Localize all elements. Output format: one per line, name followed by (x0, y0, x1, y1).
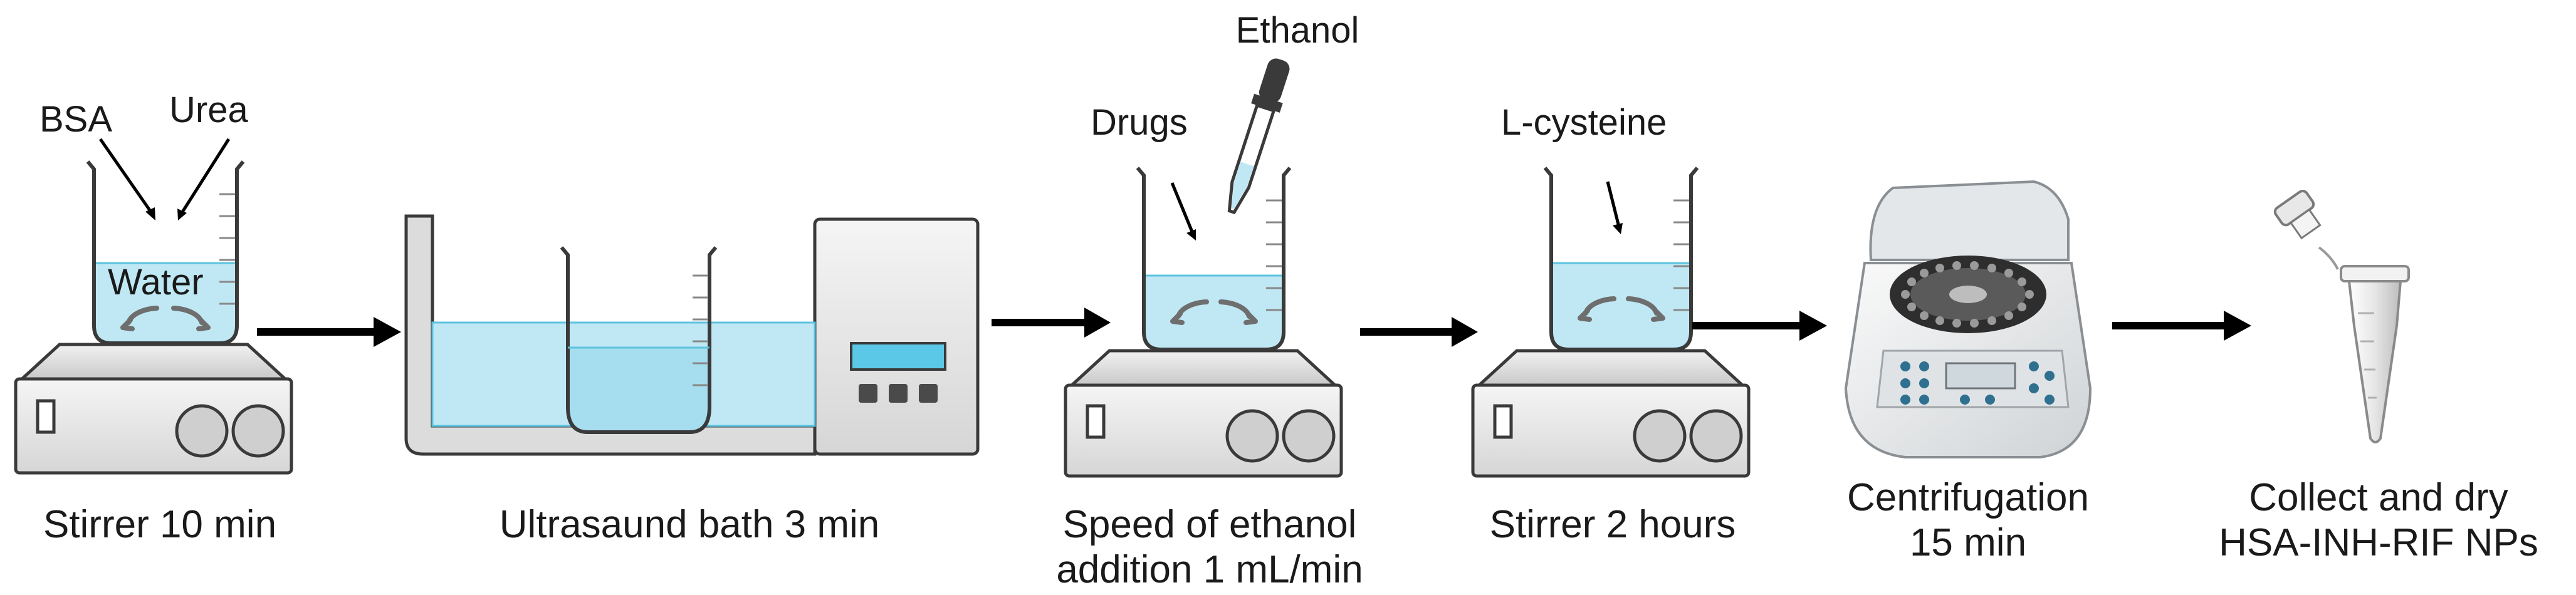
beaker-glass (1136, 167, 1292, 351)
centrifuge-lid (1869, 180, 2070, 261)
inner-beaker-liquid (568, 348, 709, 432)
stirrer-knob (175, 404, 229, 458)
bath-button (889, 384, 908, 403)
process-arrow (992, 308, 1111, 338)
caption-step2: Ultrasaund bath 3 min (500, 503, 880, 546)
bath-display (850, 342, 946, 371)
stir-swirl-icon (1170, 299, 1258, 325)
caption-step1: Stirrer 10 min (43, 503, 276, 546)
bath-control-unit (813, 217, 980, 456)
process-arrow (1692, 311, 1827, 341)
step3-stirrer-dropper: Ethanol Drugs Speed of ethanol addition … (1056, 10, 1363, 591)
stirrer-knob (231, 404, 285, 458)
beaker-glass (1543, 167, 1699, 351)
caption-step6-line1: Collect and dry (2249, 476, 2508, 519)
caption-step5-line1: Centrifugation (1847, 476, 2089, 519)
label-bsa: BSA (39, 99, 112, 140)
dropper-icon (1227, 58, 1290, 215)
stirrer-switch (1086, 404, 1106, 439)
step1-stirrer: BSA Urea Water Stirrer 10 min (14, 90, 293, 546)
step4-stirrer: L-cysteine Stirrer 2 hours (1471, 102, 1751, 546)
stirrer-knob (1689, 409, 1743, 463)
beaker-glass (86, 160, 245, 345)
label-l-cysteine: L-cysteine (1501, 102, 1667, 143)
centrifuge-display (1945, 362, 2016, 390)
stir-swirl-icon (1578, 296, 1665, 322)
stirrer-knob (1633, 409, 1687, 463)
stirrer-plate (1067, 349, 1339, 387)
label-urea: Urea (169, 90, 248, 130)
stirrer-plate (1475, 349, 1747, 387)
caption-step3-line1: Speed of ethanol (1063, 503, 1357, 546)
stirrer-knob (1282, 409, 1336, 463)
beaker-liquid (1143, 274, 1285, 351)
caption-step4: Stirrer 2 hours (1490, 503, 1736, 546)
process-arrow (2112, 311, 2251, 341)
bath-button (919, 384, 938, 403)
process-arrow (257, 317, 401, 347)
tube-cap-icon (2273, 189, 2322, 240)
caption-step3-line2: addition 1 mL/min (1056, 548, 1363, 591)
tube-body (2347, 280, 2402, 443)
stirrer-switch (1493, 404, 1513, 439)
inner-beaker-glass (560, 246, 718, 434)
caption-step5-line2: 15 min (1910, 521, 2026, 564)
label-water: Water (108, 262, 204, 303)
label-drugs: Drugs (1091, 102, 1188, 143)
step2-ultrasound-bath: Ultrasaund bath 3 min (404, 214, 980, 546)
stirrer-knob (1225, 409, 1279, 463)
label-ethanol: Ethanol (1236, 10, 1359, 51)
bath-button (859, 384, 877, 403)
process-arrow (1360, 317, 1478, 347)
caption-step6-line2: HSA-INH-RIF NPs (2219, 521, 2538, 564)
beaker-liquid (1550, 262, 1692, 351)
step5-centrifuge: Centrifugation 15 min (1844, 180, 2092, 564)
stir-swirl-icon (120, 306, 211, 331)
tube-rim (2340, 265, 2410, 282)
step6-collect-tube: Collect and dry HSA-INH-RIF NPs (2219, 189, 2538, 564)
stirrer-switch (36, 399, 56, 434)
stirrer-plate (18, 343, 290, 381)
